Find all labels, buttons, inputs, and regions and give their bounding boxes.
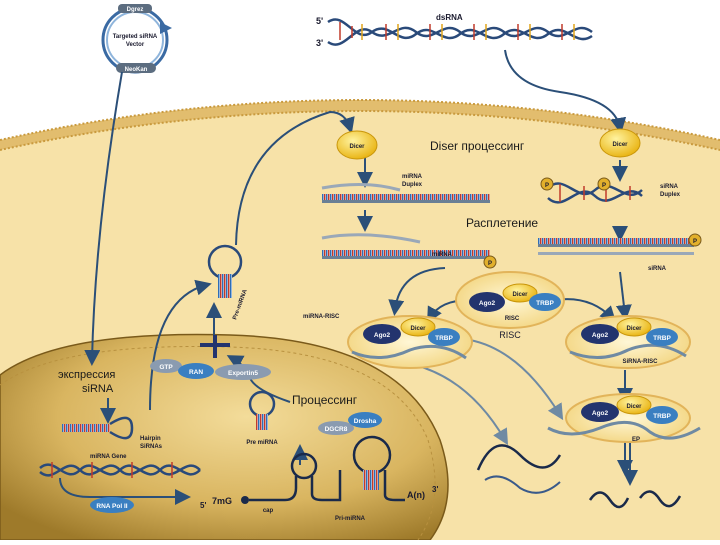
vector-label-line2: Vector [126,42,145,48]
sirna-risc-trbp: TRBP [653,335,671,342]
pri-5prime: 5' [200,501,206,510]
expression-line1: экспрессия [58,369,115,381]
dsrna-helix: 5' 3' dsRNA [316,13,593,48]
vector-top-label: Dgrez [127,7,144,13]
sirna-duplex-line1: siRNA [660,184,679,190]
sirna-risc-dicer: Dicer [626,326,642,332]
risc-inner-label: RISC [505,316,520,322]
exportin-complex: GTP RAN Exportin5 [150,335,271,380]
seven-mg-label: 7mG [212,496,232,506]
dsrna-3prime: 3' [316,38,323,48]
sirna-p-left: P [545,183,549,189]
risc-complex: Ago2 Dicer TRBP RISC RISC [455,271,565,340]
sirna-unwound: P siRNA [538,233,702,272]
pri-mirna: 5' 7mG cap A(n) 3' Pri-miRNA [200,435,438,522]
sirna-risc-label: SiRNA-RISC [622,359,658,365]
vector-label-line1: Targeted siRNA [113,34,158,40]
sirna-p-right: P [602,183,606,189]
exportin-label: Exportin5 [228,370,258,377]
drosha-label: Drosha [354,418,377,425]
dsrna-5prime: 5' [316,16,323,26]
cleaved-mrna [588,490,682,509]
mirna-gene-label: miRNA Gene [90,454,127,460]
mirna-p-mark: P [488,261,492,267]
dicer-right: Dicer [599,128,641,158]
sirna-vector-plasmid: Dgrez NeoKan Targeted siRNA Vector [101,4,172,74]
dicer-right-label: Dicer [612,142,628,148]
pri-3prime: 3' [432,485,438,494]
sirna-duplex-line2: Duplex [660,192,681,198]
risc-trbp: TRBP [536,300,554,307]
mirna-unwound: P miRNA [321,233,497,269]
mirna-duplex-line2: Duplex [402,182,423,188]
risc-ago2: Ago2 [479,300,496,307]
sirna-duplex: P P siRNA Duplex [540,177,681,204]
repressed-mrna [476,444,562,494]
mirna-risc-complex: miRNA-RISC Ago2 Dicer TRBP [303,314,473,369]
nuclear-pre-mirna: Pre miRNA [246,390,278,446]
sirna-risc-complex: Ago2 Dicer TRBP SiRNA-RISC [565,315,691,369]
poly-a-label: A(n) [407,490,425,500]
drosha-complex: DGCR8 Drosha [318,412,382,435]
cap-label: cap [263,508,274,514]
mirna-risc-dicer: Dicer [410,326,426,332]
dgcr8-label: DGCR8 [325,426,348,433]
sirna-label: siRNA [648,266,667,272]
sirna-p-mark: P [693,239,697,245]
pathway-arrows [59,49,638,505]
ep-dicer: Dicer [626,404,642,410]
mirna-duplex: miRNA Duplex [321,174,490,203]
mirna-duplex-line1: miRNA [402,174,423,180]
dicer-left: Dicer [336,130,378,160]
mirna-label: miRNA [432,252,453,258]
expression-line2: siRNA [82,383,114,395]
mirna-gene: miRNA Gene RNA Pol II [39,454,201,513]
ep-trbp: TRBP [653,413,671,420]
rna-pol-label: RNA Pol II [96,503,127,510]
ep-complex: Ago2 Dicer TRBP EP [547,393,701,443]
hairpin-line1: Hairpin [140,436,161,442]
risc-title: RISC [499,330,521,340]
hairpin-sirnas: Hairpin SiRNAs [62,416,163,450]
dicer-left-label: Dicer [349,144,365,150]
pre-mirna-label: Pre miRNA [246,440,278,446]
hairpin-line2: SiRNAs [140,444,163,450]
dsrna-label: dsRNA [436,13,463,22]
gtp-label: GTP [159,364,173,371]
sirna-risc-ago2: Ago2 [592,332,609,339]
mirna-risc-label: miRNA-RISC [303,314,340,320]
ran-label: RAN [189,369,203,376]
nucleus [0,333,449,541]
pri-mirna-label: Pri-miRNA [335,516,366,522]
mirna-risc-ago2: Ago2 [374,332,391,339]
ep-label: EP [632,437,640,443]
vector-bottom-label: NeoKan [125,67,148,73]
ep-ago2: Ago2 [592,410,609,417]
mirna-risc-trbp: TRBP [435,335,453,342]
risc-dicer: Dicer [512,292,528,298]
diser-processing-title: Diser процессинг [430,139,525,153]
processing-label: Процессинг [292,393,358,407]
unwinding-label: Расплетение [466,216,538,230]
